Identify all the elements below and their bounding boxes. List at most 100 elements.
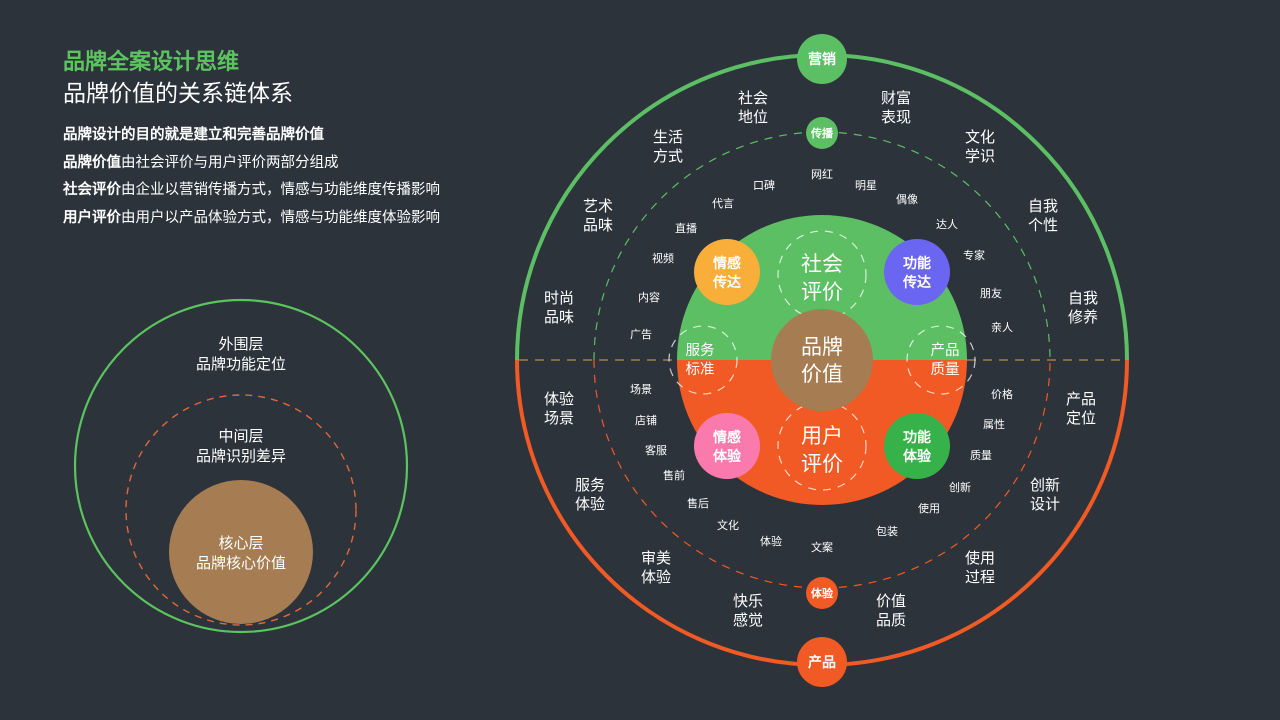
outer-label: 审美 — [641, 549, 671, 567]
page-subtitle: 品牌价值的关系链体系 — [63, 81, 293, 107]
description-line: 品牌设计的目的就是建立和完善品牌价值 — [63, 122, 440, 150]
brand-value-core — [771, 309, 873, 411]
core-label-1: 品牌 — [801, 335, 843, 359]
outer-layer-ring — [73, 298, 409, 634]
inner-ring-labels: 网红 明星 偶像 达人 专家 朋友 亲人 口碑 代言 直播 视频 内容 广告 场… — [630, 168, 1013, 554]
outer-label: 服务 — [575, 476, 605, 494]
inner-label: 专家 — [963, 248, 985, 262]
outer-label: 修养 — [1068, 308, 1098, 326]
description-bold: 品牌设计的目的就是建立和完善品牌价值 — [63, 127, 324, 143]
outer-label: 产品 — [1066, 390, 1096, 408]
inner-label: 明星 — [855, 179, 877, 192]
communication-label: 传播 — [810, 126, 834, 140]
inner-label: 客服 — [645, 443, 667, 457]
inner-label: 文案 — [811, 540, 833, 554]
inner-label: 质量 — [970, 449, 992, 462]
emotion-experience-label-1: 情感 — [713, 429, 741, 446]
page-title: 品牌全案设计思维 — [63, 50, 240, 75]
outer-label: 使用 — [965, 549, 995, 567]
inner-label: 网红 — [811, 168, 833, 181]
middle-ring-experience — [593, 359, 1051, 589]
emotion-experience-label-2: 体验 — [713, 448, 742, 465]
outer-label: 创新 — [1030, 476, 1060, 494]
inner-label: 朋友 — [980, 286, 1002, 300]
inner-label: 属性 — [983, 417, 1005, 431]
outer-label: 体验 — [641, 568, 671, 586]
emotion-convey-label-1: 情感 — [713, 255, 741, 272]
outer-label: 体验 — [575, 495, 605, 513]
function-experience-label-2: 体验 — [903, 448, 932, 465]
outer-layer-desc: 品牌功能定位 — [196, 355, 286, 373]
outer-label: 方式 — [653, 147, 683, 165]
inner-label: 偶像 — [896, 193, 918, 206]
outer-label: 社会 — [738, 89, 768, 107]
marketing-node — [797, 34, 847, 84]
outer-label: 品质 — [876, 611, 906, 629]
description-bold: 品牌价值 — [63, 154, 121, 171]
outer-label: 表现 — [881, 108, 911, 126]
inner-label: 场景 — [630, 382, 652, 396]
inner-label: 文化 — [717, 518, 739, 532]
core-label-2: 价值 — [801, 362, 843, 386]
middle-ring-communication — [593, 131, 1051, 361]
user-eval-label-2: 评价 — [801, 452, 843, 476]
outer-label: 生活 — [653, 128, 683, 146]
inner-label: 使用 — [918, 502, 940, 515]
outer-label: 价值 — [876, 592, 906, 610]
service-std-ring — [668, 325, 738, 395]
experience-node — [806, 577, 838, 609]
outer-label: 地位 — [738, 108, 768, 126]
outer-layer-title: 外围层 — [218, 335, 263, 353]
outer-label: 品味 — [544, 308, 574, 326]
emotion-experience-node — [694, 413, 760, 479]
description-text: 由社会评价与用户评价两部分组成 — [121, 154, 339, 171]
outer-label: 感觉 — [733, 611, 763, 629]
outer-label: 自我 — [1068, 289, 1098, 307]
emotion-convey-label-2: 传达 — [712, 274, 741, 291]
middle-layer-title: 中间层 — [218, 427, 263, 445]
inner-label: 广告 — [630, 328, 652, 341]
function-convey-label-2: 传达 — [902, 274, 931, 291]
outer-label: 体验 — [544, 390, 574, 408]
outer-label: 场景 — [544, 409, 574, 427]
core-layer-title: 核心层 — [218, 534, 263, 552]
function-experience-label-1: 功能 — [903, 429, 931, 446]
outer-label: 艺术 — [583, 197, 613, 215]
outer-label: 个性 — [1028, 216, 1058, 234]
middle-layer-ring — [125, 394, 357, 626]
function-experience-node — [884, 413, 950, 479]
marketing-label: 营销 — [808, 51, 836, 68]
user-eval-ring — [777, 401, 867, 491]
description-text: 由用户以产品体验方式，情感与功能维度体验影响 — [121, 209, 440, 226]
user-eval-label-1: 用户 — [801, 424, 843, 448]
communication-node — [806, 117, 838, 149]
description-line: 用户评价由用户以产品体验方式，情感与功能维度体验影响 — [63, 205, 440, 233]
function-convey-label-1: 功能 — [903, 255, 931, 272]
outer-label: 过程 — [965, 568, 995, 586]
inner-label: 视频 — [652, 251, 674, 265]
inner-label: 口碑 — [753, 179, 775, 192]
inner-label: 价格 — [991, 387, 1013, 401]
inner-label: 售前 — [663, 468, 685, 482]
social-eval-label-1: 社会 — [801, 252, 843, 276]
description-bold: 社会评价 — [63, 182, 121, 198]
outer-label: 文化 — [965, 128, 995, 146]
social-eval-ring — [777, 230, 867, 320]
outer-label: 学识 — [965, 147, 995, 165]
inner-label: 体验 — [760, 534, 782, 548]
outer-label: 财富 — [881, 89, 911, 107]
core-layer-desc: 品牌核心价值 — [196, 554, 286, 572]
inner-label: 店铺 — [635, 413, 657, 427]
service-std-label-2: 标准 — [686, 361, 715, 378]
outer-label: 时尚 — [544, 289, 574, 307]
outer-label: 品味 — [583, 216, 613, 234]
inner-label: 包装 — [876, 525, 898, 538]
outer-label: 设计 — [1030, 495, 1060, 513]
brand-value-wheel: 品牌 价值 社会 评价 用户 评价 服务 标准 产品 质量 情感 传达 功能 传… — [515, 34, 1129, 687]
product-quality-label-2: 质量 — [931, 361, 960, 378]
outer-label: 定位 — [1066, 409, 1096, 427]
outer-label: 自我 — [1028, 197, 1058, 215]
product-node — [797, 637, 847, 687]
inner-label: 达人 — [936, 218, 958, 231]
